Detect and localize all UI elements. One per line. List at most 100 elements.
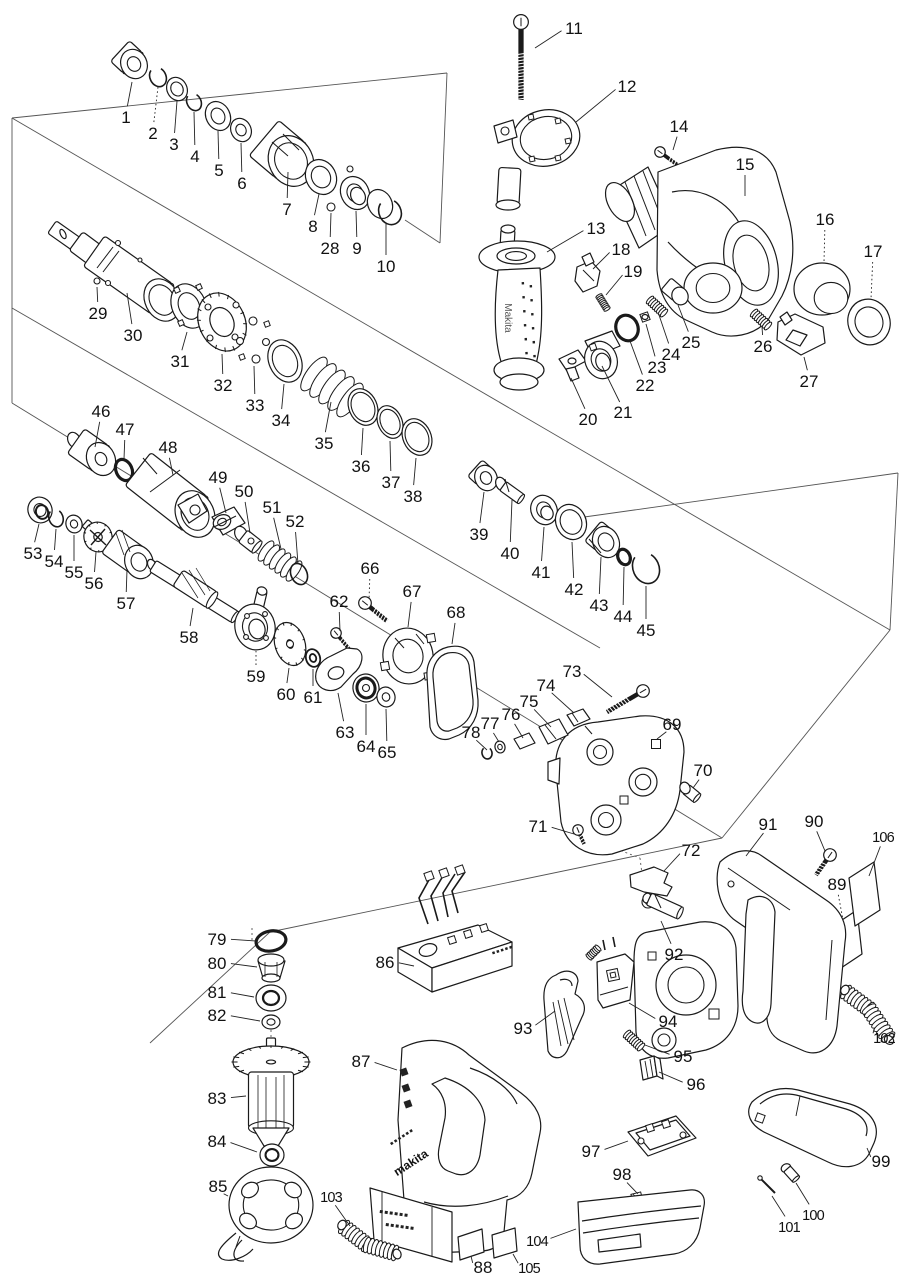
- part-label-19: 19: [624, 262, 643, 281]
- part-15-drawing: [604, 146, 794, 337]
- part-97-drawing: [627, 1115, 697, 1157]
- leader-line-39: [479, 491, 485, 524]
- part-label-104: 104: [526, 1234, 549, 1250]
- part-84-drawing: [259, 1143, 285, 1167]
- part-label-51: 51: [263, 498, 282, 517]
- part-46-drawing: [66, 429, 117, 477]
- part-66-drawing: [358, 596, 390, 625]
- part-16-drawing: [793, 262, 851, 316]
- part-label-64: 64: [357, 737, 376, 756]
- part-label-29: 29: [89, 304, 108, 323]
- part-label-90: 90: [805, 812, 824, 831]
- leader-line-26: [761, 326, 764, 336]
- part-label-105: 105: [518, 1261, 541, 1277]
- part-label-36: 36: [352, 457, 371, 476]
- leader-line-56: [94, 551, 97, 573]
- part-34-drawing: [267, 339, 303, 383]
- part-48-drawing: [125, 453, 216, 538]
- part-3-drawing: [165, 76, 189, 102]
- leader-line-58: [189, 607, 194, 627]
- leader-line-51: [273, 517, 282, 550]
- leader-line-75: [533, 709, 552, 728]
- part-label-76: 76: [502, 705, 521, 724]
- leader-line-87: [374, 1062, 398, 1071]
- leader-line-96: [658, 1071, 683, 1083]
- part-label-66: 66: [361, 559, 380, 578]
- part-61-drawing: [304, 648, 322, 668]
- part-32-drawing: [196, 291, 248, 353]
- part-label-35: 35: [315, 434, 334, 453]
- leader-line-12: [575, 89, 616, 123]
- part-17-drawing: [847, 298, 891, 346]
- part-label-78: 78: [462, 723, 481, 742]
- part-71-drawing: [572, 824, 587, 845]
- part-49-drawing: [211, 506, 246, 536]
- part-label-49: 49: [209, 468, 228, 487]
- part-label-44: 44: [614, 607, 633, 626]
- leader-line-90: [816, 831, 826, 852]
- part-label-82: 82: [208, 1006, 227, 1025]
- part-79-drawing: [254, 929, 288, 953]
- part-10-drawing: [366, 188, 403, 226]
- part-75-drawing: [538, 718, 569, 745]
- part-label-13: 13: [587, 219, 606, 238]
- part-label-28: 28: [321, 239, 340, 258]
- part-label-58: 58: [180, 628, 199, 647]
- leader-line-77: [493, 732, 500, 743]
- part-label-72: 72: [682, 841, 701, 860]
- leader-line-8: [314, 193, 320, 216]
- part-44-drawing: [616, 547, 632, 567]
- part-label-68: 68: [447, 603, 466, 622]
- part-label-97: 97: [582, 1142, 601, 1161]
- part-label-94: 94: [659, 1012, 678, 1031]
- part-label-101: 101: [778, 1220, 801, 1236]
- part-58-drawing: [146, 558, 240, 624]
- part-label-30: 30: [124, 326, 143, 345]
- part-8-drawing: [304, 158, 338, 196]
- leader-line-49: [219, 487, 227, 514]
- part-40-drawing: [495, 476, 526, 505]
- part-55-drawing: [65, 514, 83, 534]
- part-80-drawing: [257, 953, 286, 983]
- leader-line-89: [837, 894, 844, 921]
- part-label-106: 106: [872, 830, 895, 846]
- part-label-11: 11: [565, 19, 583, 38]
- leader-line-6: [240, 142, 243, 173]
- leader-line-78: [476, 739, 488, 751]
- part-18-drawing: [574, 252, 601, 293]
- part-23-drawing: [639, 311, 651, 323]
- part-label-86: 86: [376, 953, 395, 972]
- leader-line-60: [286, 667, 290, 684]
- part-label-8: 8: [308, 217, 317, 236]
- part-label-50: 50: [235, 482, 254, 501]
- part-label-15: 15: [736, 155, 755, 174]
- part-53-drawing: [27, 496, 53, 524]
- leader-line-25: [677, 304, 689, 332]
- part-label-16: 16: [816, 210, 835, 229]
- part-label-33: 33: [246, 396, 265, 415]
- leader-line-70: [692, 779, 700, 789]
- part-label-24: 24: [662, 345, 681, 364]
- leader-line-32: [221, 353, 224, 375]
- part-36-drawing: [347, 388, 379, 426]
- part-label-57: 57: [117, 594, 136, 613]
- leader-line-19: [605, 274, 623, 296]
- part-label-4: 4: [190, 147, 199, 166]
- part-label-52: 52: [286, 512, 305, 531]
- leader-line-79: [230, 938, 257, 942]
- part-label-6: 6: [237, 174, 246, 193]
- part-25-drawing: [661, 278, 689, 306]
- part-label-32: 32: [214, 376, 233, 395]
- leader-line-17: [870, 261, 874, 300]
- part-50-drawing: [234, 525, 263, 554]
- part-51-drawing: [257, 540, 303, 582]
- leader-line-102: [872, 1028, 875, 1034]
- leader-line-68: [451, 622, 456, 645]
- part-91-drawing: [633, 850, 847, 1059]
- part-label-46: 46: [92, 402, 111, 421]
- part-42-drawing: [554, 503, 588, 541]
- part-87-drawing: makita: [369, 1039, 542, 1263]
- leader-line-16: [823, 229, 826, 263]
